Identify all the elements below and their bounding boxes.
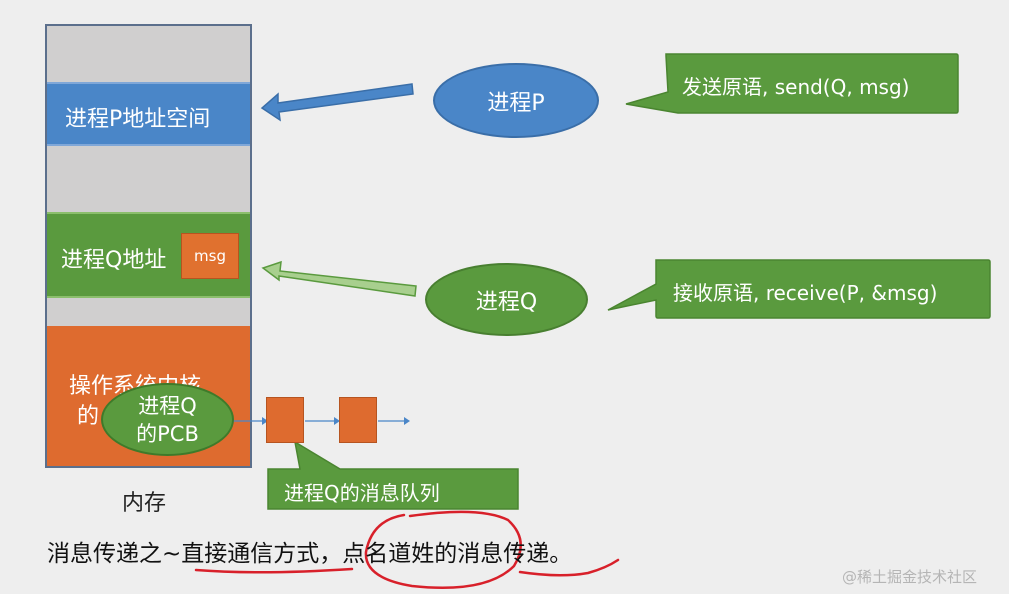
process-p-address-space-label: 进程P地址空间 (65, 107, 211, 132)
memory-segment-free (47, 298, 250, 326)
watermark: @稀土掘金技术社区 (842, 568, 978, 586)
process-q-address-space-label: 进程Q地址 (61, 248, 167, 273)
process-p-ellipse: 进程P (433, 63, 599, 138)
msg-box: msg (181, 233, 239, 279)
queue-link-arrowhead (262, 417, 268, 425)
process-p-address-space: 进程P地址空间 (47, 82, 250, 146)
pcb-label-line1: 进程Q (138, 393, 197, 418)
memory-caption: 内存 (122, 491, 167, 516)
queue-link-arrowhead (404, 417, 410, 425)
send-callout-shape (625, 53, 959, 114)
queue-callout-text: 进程Q的消息队列 (284, 481, 440, 505)
pcb-label-line2: 的PCB (136, 421, 199, 446)
process-q-label: 进程Q (475, 289, 538, 315)
arrow-p-to-address-space (260, 83, 414, 122)
process-q-ellipse: 进程Q (425, 263, 588, 336)
process-q-pcb-ellipse: 进程Q 的PCB (101, 383, 234, 456)
underline-annotation (194, 567, 354, 574)
message-queue-node (266, 397, 304, 443)
memory-segment-free (47, 146, 250, 212)
bottom-caption: 消息传递之~直接通信方式，点名道姓的消息传递。 (47, 541, 573, 567)
arrow-q-to-address-space (261, 260, 417, 297)
os-kernel-label-line2: 的 (77, 404, 100, 429)
queue-callout-shape (267, 440, 519, 510)
send-callout-text: 发送原语, send(Q, msg) (682, 75, 910, 99)
receive-callout-text: 接收原语, receive(P, &msg) (673, 281, 938, 305)
receive-callout-shape (607, 259, 991, 319)
queue-link-arrowhead (334, 417, 340, 425)
memory-segment-free (47, 26, 250, 82)
circle-annotation (364, 510, 522, 589)
underline-annotation (518, 558, 620, 577)
process-p-label: 进程P (487, 90, 545, 116)
message-queue-node (339, 397, 377, 443)
